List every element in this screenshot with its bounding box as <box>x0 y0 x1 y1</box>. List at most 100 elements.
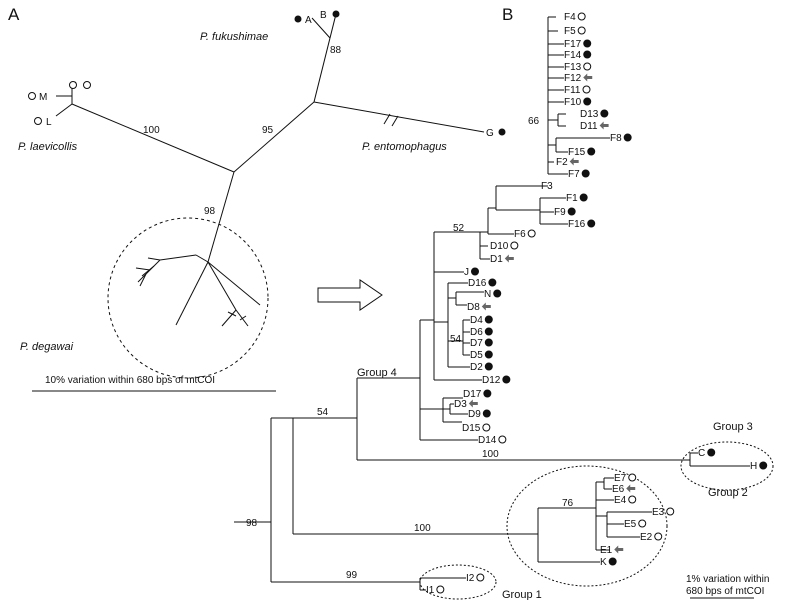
group-labels: Group 4 Group 3 Group 2 Group 1 <box>357 367 753 600</box>
taxon-label: D3 <box>454 399 467 410</box>
taxon-label: D14 <box>478 435 497 446</box>
taxon-label: F13 <box>564 62 582 73</box>
group-label: Group 3 <box>713 421 753 433</box>
bootstrap-value: 76 <box>562 498 574 509</box>
open-circle-icon <box>654 532 663 541</box>
species-fukushimae: P. fukushimae <box>200 31 268 43</box>
taxon-label: F16 <box>568 219 586 230</box>
open-circle-icon <box>628 473 637 482</box>
taxon-label: F11 <box>564 85 581 96</box>
group-label: Group 4 <box>357 367 397 379</box>
bootstrap-value: 88 <box>330 45 342 56</box>
filled-circle-icon <box>623 133 632 142</box>
taxon-label: C <box>698 448 705 459</box>
bootstrap-value: 100 <box>482 449 499 460</box>
filled-circle-icon <box>587 219 596 228</box>
filled-circle-icon <box>608 557 617 566</box>
scale-bar-label: 1% variation within <box>686 574 769 585</box>
filled-circle-icon <box>581 169 590 178</box>
taxon-label: K <box>600 557 607 568</box>
arrow-icon <box>583 73 593 82</box>
filled-circle-icon <box>484 350 493 359</box>
taxon-label: D2 <box>470 362 483 373</box>
open-circle-icon <box>476 573 485 582</box>
taxon-label: D8 <box>467 302 480 313</box>
open-circle-icon <box>583 62 592 71</box>
open-circle-icon <box>436 585 445 594</box>
arrow-icon <box>614 545 624 554</box>
arrow-icon <box>504 254 514 263</box>
panel-b-bootstrap: 66 52 54 54 100 98 100 76 99 <box>246 116 574 581</box>
bootstrap-value: 95 <box>262 125 274 136</box>
taxon-label: F5 <box>564 26 576 37</box>
arrow-icon <box>626 484 636 493</box>
scale-bar-label: 10% variation within 680 bps of mtCOI <box>45 375 215 386</box>
taxon-label: F7 <box>568 169 580 180</box>
taxon-label: F9 <box>554 207 566 218</box>
taxon-label: F14 <box>564 50 582 61</box>
taxon-label: F6 <box>514 229 526 240</box>
panel-b-label: B <box>502 5 513 24</box>
taxon-label: I1 <box>426 585 435 596</box>
panel-a-label: A <box>8 5 20 24</box>
bootstrap-value: 98 <box>204 206 216 217</box>
bootstrap-value: 98 <box>246 518 258 529</box>
species-degawai: P. degawai <box>20 341 74 353</box>
arrow-icon <box>481 302 491 311</box>
taxon-label: D9 <box>468 409 481 420</box>
bootstrap-value: 52 <box>453 223 465 234</box>
taxon-label: D12 <box>482 375 501 386</box>
filled-circle-icon <box>482 409 491 418</box>
open-circle-icon <box>482 423 491 432</box>
filled-circle-icon <box>471 267 479 276</box>
taxon-label: M <box>39 92 47 103</box>
filled-circle-icon <box>483 389 492 398</box>
taxon-label: E2 <box>640 532 653 543</box>
filled-circle-icon <box>493 289 502 298</box>
taxon-label: E1 <box>600 545 613 556</box>
taxon-label: D15 <box>462 423 481 434</box>
group-label: Group 2 <box>708 487 748 499</box>
taxon-label: E4 <box>614 495 627 506</box>
panel-a-taxa: A B M L G <box>28 10 506 139</box>
arrow-icon <box>569 157 579 166</box>
filled-circle-icon <box>583 39 592 48</box>
open-circle-icon <box>577 12 586 21</box>
species-laevicollis: P. laevicollis <box>18 141 78 153</box>
taxon-label: F1 <box>566 193 578 204</box>
right-arrow-icon <box>317 279 383 311</box>
open-circle-icon <box>527 229 536 238</box>
open-circle-icon <box>582 85 591 94</box>
filled-circle-icon <box>567 207 576 216</box>
open-circle-icon <box>498 435 507 444</box>
taxon-label: H <box>750 461 757 472</box>
taxon-label: F3 <box>541 181 553 192</box>
open-circle-icon <box>666 507 675 516</box>
taxon-label: F10 <box>564 97 582 108</box>
taxon-label: D7 <box>470 338 483 349</box>
group-label: Group 1 <box>502 589 542 600</box>
open-circle-icon <box>510 241 519 250</box>
taxon-label: G <box>486 128 494 139</box>
taxon-label: J <box>464 267 469 278</box>
taxon-label: F12 <box>564 73 582 84</box>
panel-a-tree <box>55 13 485 379</box>
filled-circle-icon <box>579 193 588 202</box>
filled-circle-icon <box>583 97 592 106</box>
scale-bar-label: 680 bps of mtCOI <box>686 586 764 597</box>
taxon-label: E7 <box>614 473 627 484</box>
species-entomophagus: P. entomophagus <box>362 141 447 153</box>
taxon-label: A <box>305 15 312 26</box>
filled-circle-icon <box>484 327 493 336</box>
filled-circle-icon <box>759 461 768 470</box>
filled-circle-icon <box>484 338 493 347</box>
taxon-label: D10 <box>490 241 509 252</box>
bootstrap-value: 100 <box>414 523 431 534</box>
taxon-label: D6 <box>470 327 483 338</box>
filled-circle-icon <box>707 448 716 457</box>
taxon-label: D16 <box>468 278 487 289</box>
taxon-label: D13 <box>580 109 599 120</box>
taxon-label: I2 <box>466 573 475 584</box>
taxon-label: L <box>46 117 52 128</box>
